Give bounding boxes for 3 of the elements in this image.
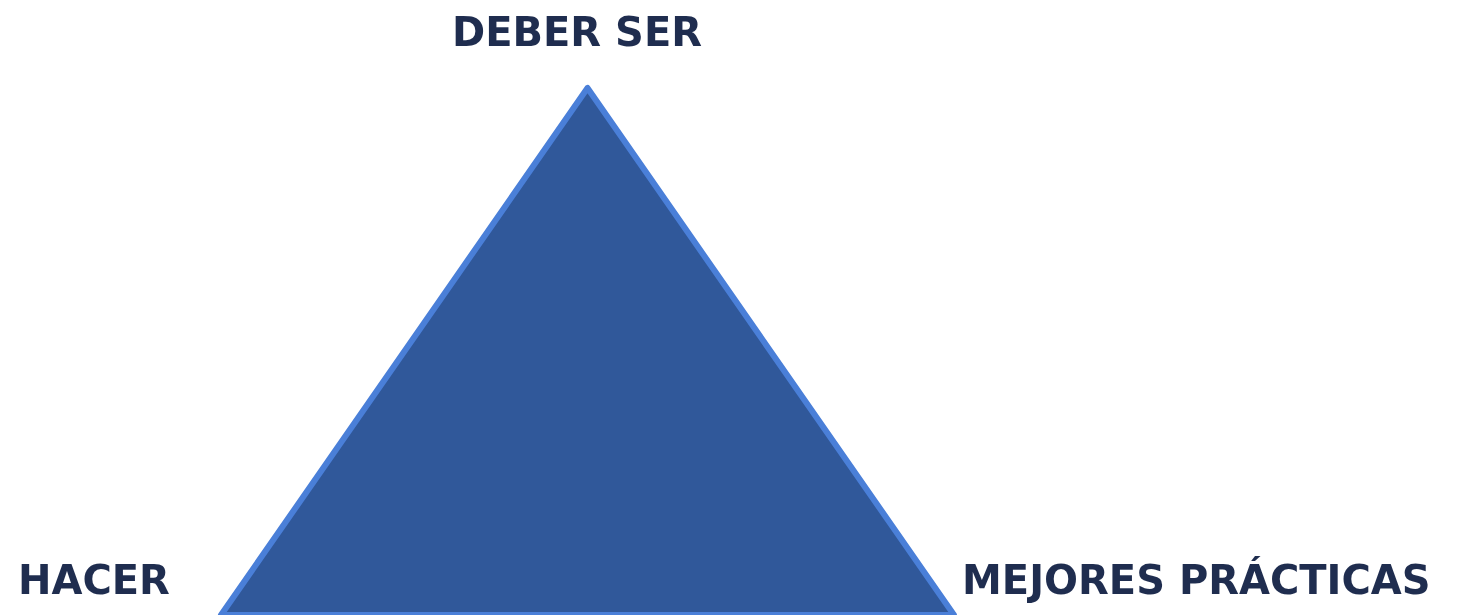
triangle-shape [217,84,958,615]
corner-label: HACER [18,560,170,600]
corner-label: DEBER SER [452,12,702,52]
